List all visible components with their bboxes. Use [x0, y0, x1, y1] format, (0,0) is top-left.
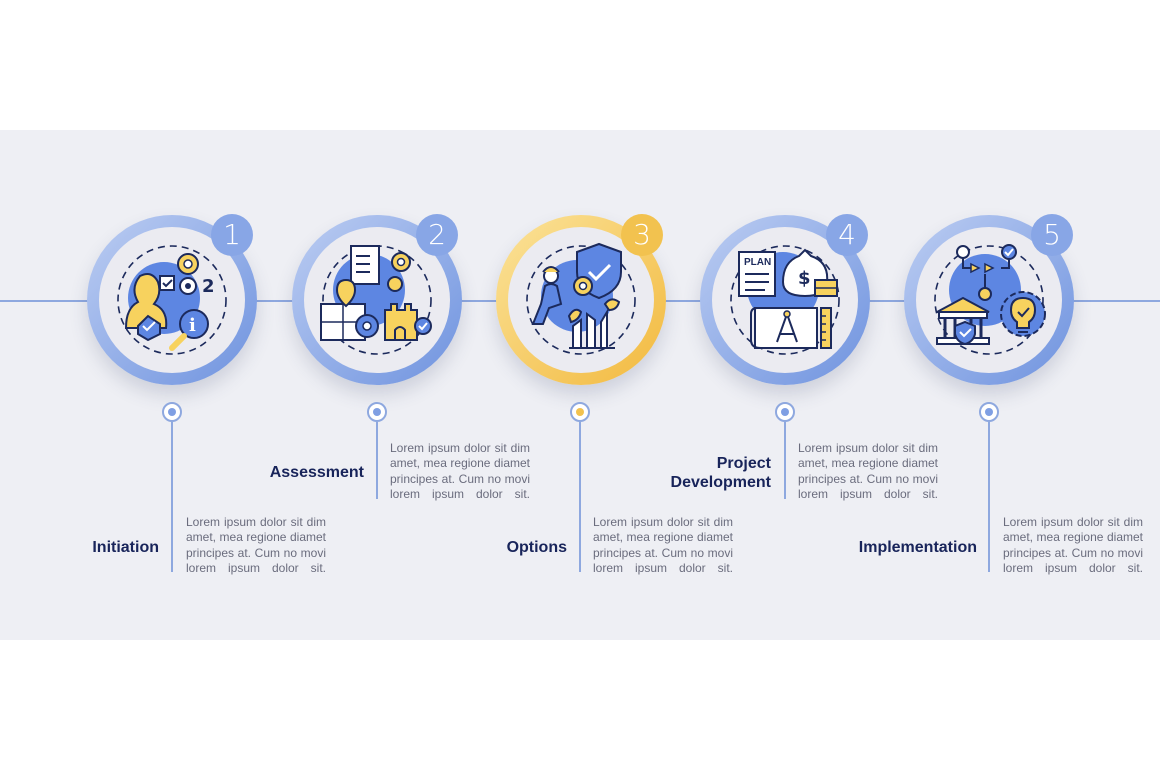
step-title: Implementation	[858, 539, 977, 556]
connector-line	[376, 422, 378, 499]
step-title: Project Development	[670, 455, 771, 491]
step-number-badge: 5	[1031, 214, 1073, 256]
timeline-dot	[367, 402, 387, 422]
sculpture-settings-info-icon: 2 i	[117, 245, 227, 355]
step-description: Lorem ipsum dolor sit dim amet, mea regi…	[593, 515, 733, 575]
svg-text:2: 2	[202, 276, 215, 297]
connector-line	[171, 422, 173, 572]
timeline-dot	[570, 402, 590, 422]
restoration-worker-shield-icon	[526, 242, 636, 355]
step-number-badge: 1	[211, 214, 253, 256]
step-title: Assessment	[269, 464, 364, 481]
svg-text:$: $	[798, 268, 811, 289]
step-number-badge: 4	[826, 214, 868, 256]
step-title: Initiation	[92, 539, 159, 556]
timeline-dot	[979, 402, 999, 422]
museum-process-lightbulb-icon	[934, 244, 1046, 355]
svg-text:i: i	[189, 315, 196, 336]
timeline-dot	[775, 402, 795, 422]
plan-label: PLAN	[744, 257, 771, 268]
connector-line	[784, 422, 786, 499]
step-description: Lorem ipsum dolor sit dim amet, mea regi…	[390, 441, 530, 501]
step-description: Lorem ipsum dolor sit dim amet, mea regi…	[186, 515, 326, 575]
checklist-map-castle-icon	[320, 245, 432, 355]
connector-line	[579, 422, 581, 572]
timeline-dot	[162, 402, 182, 422]
step-description: Lorem ipsum dolor sit dim amet, mea regi…	[1003, 515, 1143, 575]
step-number-badge: 2	[416, 214, 458, 256]
step-number-badge: 3	[621, 214, 663, 256]
connector-line	[988, 422, 990, 572]
plan-money-blueprint-icon: PLAN $	[730, 245, 840, 355]
step-description: Lorem ipsum dolor sit dim amet, mea regi…	[798, 441, 938, 501]
step-title: Options	[506, 539, 567, 556]
